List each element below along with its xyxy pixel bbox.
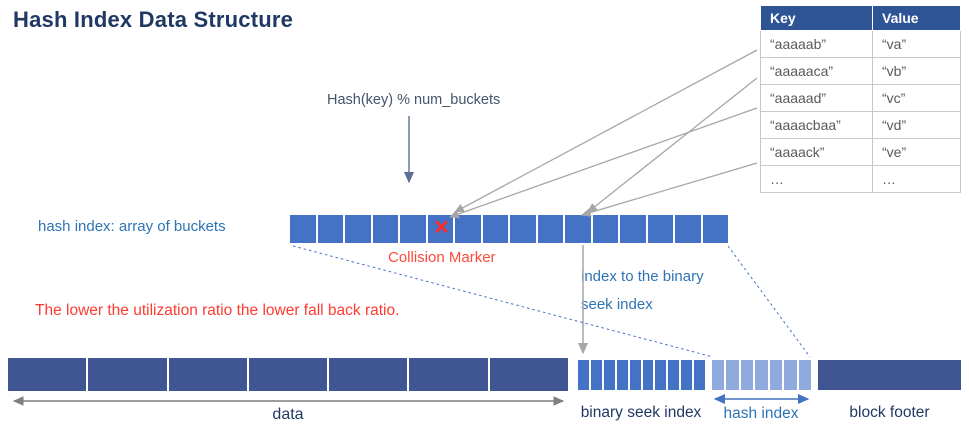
key-value-table: Key Value “aaaaab”“va”“aaaaaca”“vb”“aaaa… xyxy=(760,5,961,193)
bsi-segment xyxy=(629,360,643,390)
key-cell: “aaaaab” xyxy=(760,30,873,58)
bucket-cell xyxy=(372,215,400,243)
hash-index-segment xyxy=(726,360,741,390)
hash-index-segment xyxy=(755,360,770,390)
table-row: “aaaacbaa”“vd” xyxy=(760,111,961,139)
footer-segment xyxy=(818,360,961,390)
bsi-segment xyxy=(578,360,591,390)
value-cell: “vc” xyxy=(872,84,961,112)
bucket-cell xyxy=(400,215,428,243)
bucket-cell xyxy=(702,215,728,243)
hash-array-label: hash index: array of buckets xyxy=(38,218,226,235)
bucket-cell xyxy=(317,215,345,243)
hash-bucket-array xyxy=(290,215,728,243)
table-header-row: Key Value xyxy=(760,5,961,31)
key-cell: “aaaacbaa” xyxy=(760,111,873,139)
hash-formula-label: Hash(key) % num_buckets xyxy=(327,92,501,108)
bucket-cell xyxy=(620,215,648,243)
hash-index-segment xyxy=(712,360,727,390)
bsi-segment xyxy=(603,360,617,390)
value-cell: “vb” xyxy=(872,57,961,85)
table-row: “aaaack”“ve” xyxy=(760,138,961,166)
bsi-segment xyxy=(642,360,656,390)
utilization-note: The lower the utilization ratio the lowe… xyxy=(35,302,400,319)
hash-index-caption: hash index xyxy=(723,405,799,422)
data-segment xyxy=(88,358,169,391)
data-segment xyxy=(168,358,249,391)
value-cell: … xyxy=(872,165,961,193)
hash-index-segment xyxy=(798,360,811,390)
hash-index-segment xyxy=(784,360,799,390)
bucket-cell xyxy=(290,215,318,243)
block-footer-block xyxy=(818,360,961,390)
value-column-header: Value xyxy=(872,5,961,31)
data-segment xyxy=(248,358,330,391)
bucket-cell xyxy=(565,215,593,243)
index-note-label: index to the binary seek index xyxy=(581,268,704,313)
hash-index-segment xyxy=(769,360,785,390)
key-cell: “aaaaad” xyxy=(760,84,873,112)
bucket-cell xyxy=(427,215,455,243)
collision-x-icon: ✕ xyxy=(433,217,450,239)
data-block xyxy=(8,358,568,391)
block-footer-caption: block footer xyxy=(849,404,930,421)
key-connector-line xyxy=(587,77,758,213)
bucket-cell xyxy=(482,215,510,243)
hash-index-segment xyxy=(740,360,756,390)
page-title: Hash Index Data Structure xyxy=(13,7,294,32)
data-segment xyxy=(489,358,568,391)
collision-marker-label: Collision Marker xyxy=(388,249,496,266)
key-column-header: Key xyxy=(760,5,873,31)
projection-dotted-line xyxy=(727,245,811,358)
hash-index-block xyxy=(712,360,811,390)
bucket-cell xyxy=(647,215,675,243)
bsi-segment xyxy=(668,360,682,390)
value-cell: “va” xyxy=(872,30,961,58)
bucket-cell xyxy=(592,215,620,243)
binary-seek-index-block xyxy=(578,360,706,390)
table-row: …… xyxy=(760,165,961,193)
bsi-segment xyxy=(616,360,630,390)
key-cell: “aaaaaca” xyxy=(760,57,873,85)
key-connector-line xyxy=(448,107,758,219)
bucket-cell xyxy=(537,215,565,243)
bucket-cell xyxy=(345,215,373,243)
table-row: “aaaaad”“vc” xyxy=(760,84,961,112)
bucket-cell xyxy=(675,215,703,243)
bsi-segment xyxy=(590,360,604,390)
key-cell: … xyxy=(760,165,873,193)
value-cell: “vd” xyxy=(872,111,961,139)
key-connector-line xyxy=(454,49,758,213)
key-connector-line xyxy=(580,162,758,217)
table-row: “aaaaab”“va” xyxy=(760,30,961,58)
table-row: “aaaaaca”“vb” xyxy=(760,57,961,85)
bucket-cell xyxy=(510,215,538,243)
bsi-segment xyxy=(694,360,706,390)
data-segment xyxy=(329,358,410,391)
value-cell: “ve” xyxy=(872,138,961,166)
key-cell: “aaaack” xyxy=(760,138,873,166)
data-caption: data xyxy=(272,406,304,423)
bucket-cell xyxy=(455,215,483,243)
binary-seek-index-caption: binary seek index xyxy=(580,404,702,421)
bsi-segment xyxy=(681,360,695,390)
bsi-segment xyxy=(655,360,669,390)
data-segment xyxy=(8,358,89,391)
data-segment xyxy=(409,358,490,391)
